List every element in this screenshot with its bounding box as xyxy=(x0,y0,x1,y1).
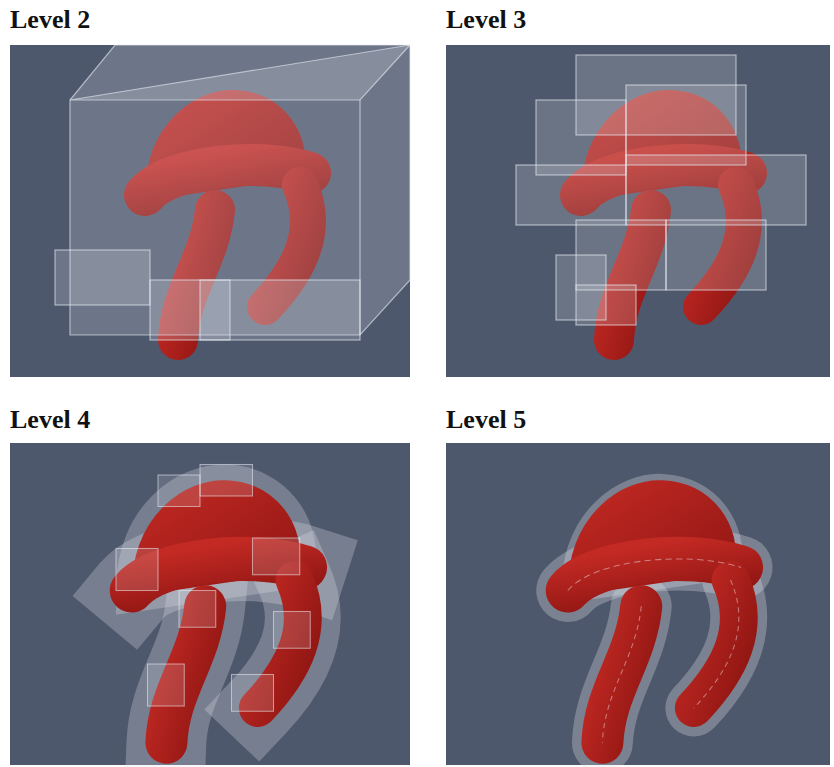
level-panel: Level 3 xyxy=(446,45,830,377)
level-5-panel xyxy=(446,443,830,765)
level-heading: Level 5 xyxy=(446,405,526,435)
level-4-panel xyxy=(10,443,410,765)
level-heading: Level 4 xyxy=(10,405,90,435)
level-heading: Level 3 xyxy=(446,5,526,35)
level-2-panel xyxy=(10,45,410,377)
level-panel: Level 2 xyxy=(10,45,410,377)
level-panel: Level 4 xyxy=(10,443,410,765)
level-heading: Level 2 xyxy=(10,5,90,35)
level-3-panel xyxy=(446,45,830,377)
level-panel: Level 5 xyxy=(446,443,830,765)
